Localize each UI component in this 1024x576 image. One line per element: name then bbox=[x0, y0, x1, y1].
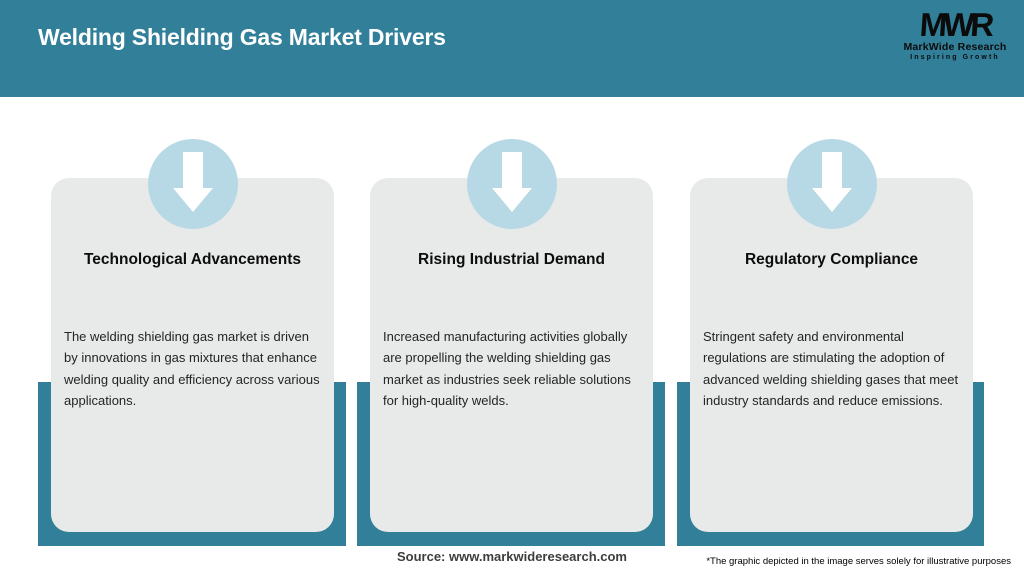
source-text: Source: www.markwideresearch.com bbox=[396, 549, 627, 564]
card-body: The welding shielding gas market is driv… bbox=[64, 329, 320, 408]
card-body: Increased manufacturing activities globa… bbox=[383, 329, 631, 408]
page-title: Welding Shielding Gas Market Drivers bbox=[38, 24, 446, 50]
logo-name: MarkWide Research bbox=[903, 41, 1007, 53]
arrow-down-icon bbox=[147, 139, 238, 229]
arrow-down-icon bbox=[466, 139, 557, 229]
card-body: Stringent safety and environmental regul… bbox=[703, 329, 959, 408]
arrow-down-icon bbox=[786, 139, 877, 229]
driver-card-technological-advancements: Technological Advancements The welding s… bbox=[51, 139, 334, 532]
header-bar: Welding Shielding Gas Market Drivers MWR… bbox=[0, 0, 1024, 97]
logo-tagline: Inspiring Growth bbox=[910, 54, 1000, 61]
card-heading: Rising Industrial Demand bbox=[418, 251, 605, 268]
logo-monogram-icon: MWR bbox=[918, 6, 992, 43]
driver-card-regulatory-compliance: Regulatory Compliance Stringent safety a… bbox=[690, 139, 973, 532]
card-heading: Technological Advancements bbox=[83, 251, 302, 268]
disclaimer-text: *The graphic depicted in the image serve… bbox=[706, 556, 1011, 567]
markwide-logo: MWR MarkWide Research Inspiring Growth bbox=[900, 6, 1010, 61]
card-heading: Regulatory Compliance bbox=[744, 251, 919, 268]
driver-card-rising-industrial-demand: Rising Industrial Demand Increased manuf… bbox=[370, 139, 653, 532]
